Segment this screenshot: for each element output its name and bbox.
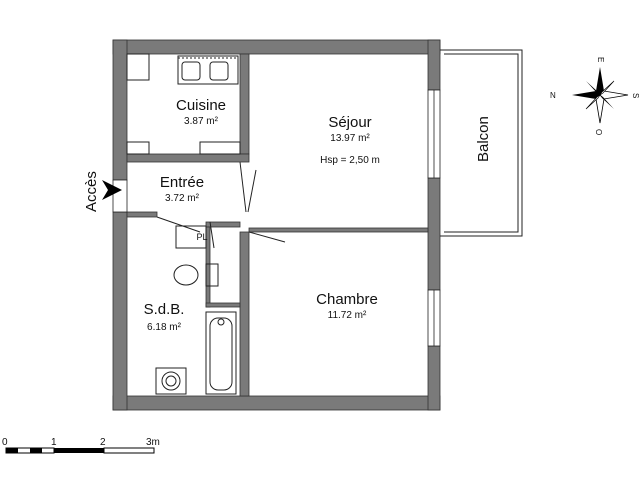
access-arrow-icon bbox=[102, 180, 122, 200]
access-label: Accès bbox=[83, 171, 100, 212]
room-area-cuisine: 3.87 m² bbox=[184, 116, 219, 127]
room-height-sejour: Hsp = 2,50 m bbox=[320, 155, 380, 166]
room-area-chambre: 11.72 m² bbox=[328, 310, 367, 321]
scale-tick-0: 0 bbox=[2, 437, 8, 448]
room-name-placard: PL bbox=[196, 232, 207, 242]
room-area-entree: 3.72 m² bbox=[165, 193, 200, 204]
doors bbox=[156, 161, 286, 249]
bathroom-fixtures bbox=[155, 263, 237, 395]
windows bbox=[112, 89, 441, 347]
room-area-sdb: 6.18 m² bbox=[147, 322, 182, 333]
kitchen-fixtures bbox=[126, 53, 241, 155]
walls bbox=[112, 39, 441, 411]
room-name-chambre: Chambre bbox=[316, 291, 378, 308]
scale-bar: 0 1 2 3m bbox=[2, 437, 160, 454]
room-name-entree: Entrée bbox=[160, 174, 204, 191]
room-name-cuisine: Cuisine bbox=[176, 97, 226, 114]
placard bbox=[175, 225, 207, 249]
scale-tick-2: 2 bbox=[100, 437, 106, 448]
compass-rose: N S E O bbox=[550, 57, 640, 135]
balcony bbox=[440, 49, 523, 237]
scale-tick-3: 3m bbox=[146, 437, 160, 448]
room-name-sejour: Séjour bbox=[328, 114, 371, 131]
room-area-sejour: 13.97 m² bbox=[330, 133, 370, 144]
compass-e-label: E bbox=[596, 57, 605, 62]
compass-o-label: O bbox=[594, 129, 603, 135]
compass-s-label: S bbox=[631, 93, 640, 98]
room-name-balcon: Balcon bbox=[475, 116, 492, 162]
compass-n-label: N bbox=[550, 91, 556, 100]
room-name-sdb: S.d.B. bbox=[144, 301, 185, 318]
scale-tick-1: 1 bbox=[51, 437, 57, 448]
